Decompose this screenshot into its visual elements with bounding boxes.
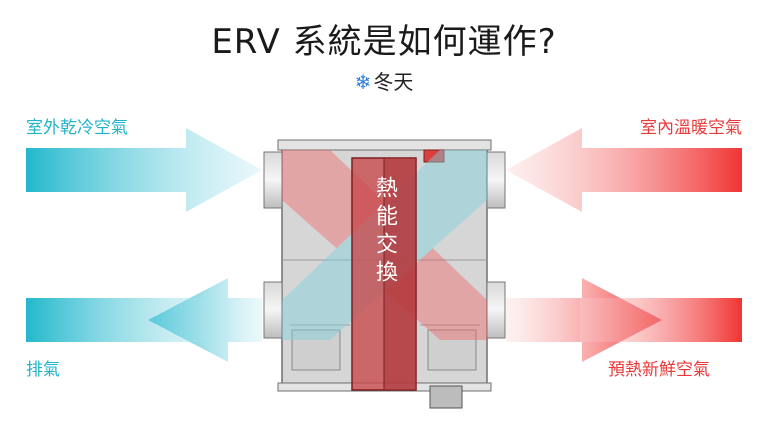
duct-exhaust [263,281,283,339]
snowflake-icon: ❄ [354,70,372,94]
label-indoor-warm-air: 室內溫暖空氣 [640,118,742,138]
duct-indoor-in [486,151,506,209]
label-preheated-fresh-air: 預熱新鮮空氣 [608,360,710,380]
arrow-outdoor-cold-in [26,128,262,212]
label-outdoor-cold-air: 室外乾冷空氣 [26,118,128,138]
arrow-exhaust-tail [26,298,230,342]
season-label: ❄冬天 [0,66,768,95]
duct-supply [486,281,506,339]
duct-outdoor-in [263,151,283,209]
arrow-preheated-tail [580,298,742,342]
arrow-indoor-warm-in [506,128,742,212]
heat-exchange-core [351,157,417,391]
core-label: 熱能交換 [372,176,397,288]
label-exhaust-air: 排氣 [26,360,60,380]
season-text: 冬天 [373,70,414,94]
page-title: ERV 系統是如何運作? [211,22,557,62]
